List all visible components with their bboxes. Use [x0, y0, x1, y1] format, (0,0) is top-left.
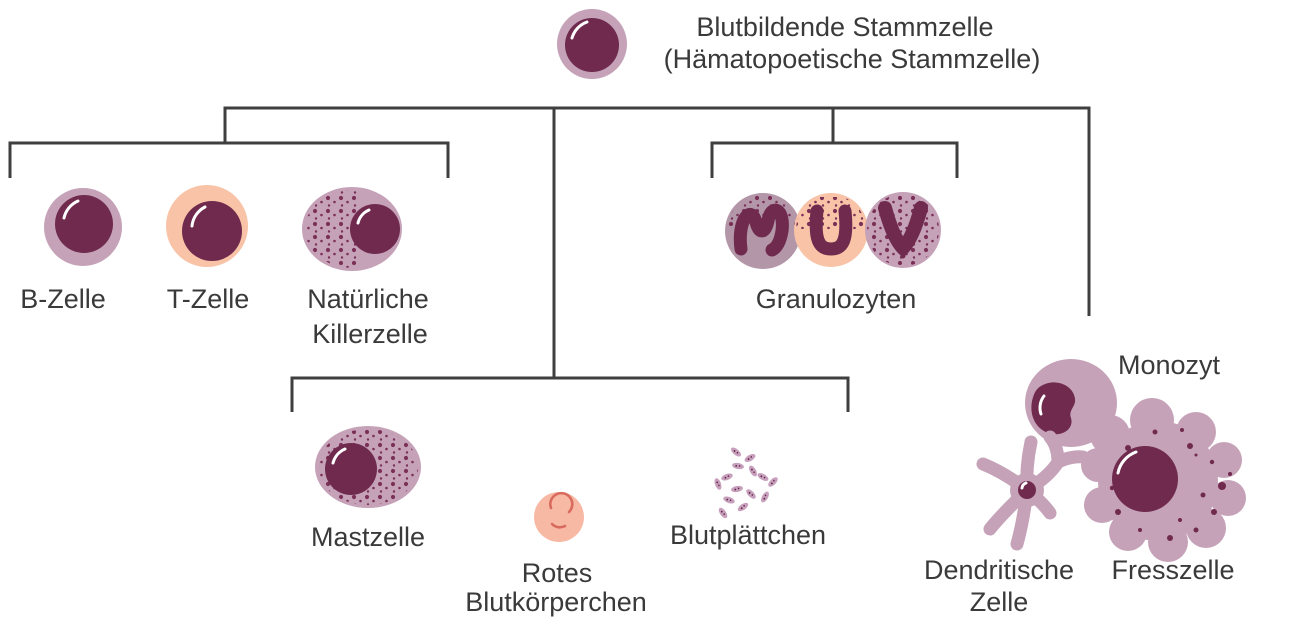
- mast-cell-label: Mastzelle: [311, 522, 425, 552]
- stem-cell-icon: [557, 9, 627, 79]
- granulocytes-label: Granulozyten: [756, 284, 917, 314]
- connector-lymphoid-bracket: [8, 141, 450, 178]
- macrophage-label: Fresszelle: [1111, 555, 1234, 585]
- nk-cell-label-line2: Killerzelle: [312, 319, 428, 349]
- root-title-line1: Blutbildende Stammzelle: [696, 12, 993, 42]
- t-cell-icon: [166, 185, 248, 267]
- red-blood-cell-label-line2: Blutkörperchen: [465, 587, 647, 617]
- dendritic-cell-label-line1: Dendritische: [924, 555, 1074, 585]
- t-cell-label: T-Zelle: [167, 284, 250, 314]
- nk-cell-icon: [302, 187, 402, 271]
- dendritic-cell-label-line2: Zelle: [970, 587, 1029, 617]
- dendritic-cell-icon: [976, 430, 1090, 551]
- root-title-line2: (Hämatopoetische Stammzelle): [664, 44, 1041, 74]
- granulocytes-icon: [725, 192, 941, 269]
- mast-cell-icon: [315, 426, 421, 508]
- macrophage-granules: [1109, 428, 1232, 541]
- b-cell-icon: [44, 188, 122, 266]
- platelets-icon: [713, 445, 780, 520]
- macrophage-icon: [1081, 398, 1246, 562]
- monocyte-label: Monozyt: [1118, 350, 1221, 380]
- b-cell-label: B-Zelle: [20, 284, 106, 314]
- connector-main-branch: [223, 106, 1091, 316]
- platelets-label: Blutplättchen: [670, 520, 826, 550]
- connector-myeloid-bracket: [290, 376, 850, 412]
- tree-connectors: [8, 106, 1091, 412]
- nk-cell-label-line1: Natürliche: [307, 284, 429, 314]
- red-blood-cell-label-line1: Rotes: [522, 558, 593, 588]
- red-blood-cell-icon: [534, 491, 584, 542]
- connector-granulocyte-bracket: [710, 141, 959, 178]
